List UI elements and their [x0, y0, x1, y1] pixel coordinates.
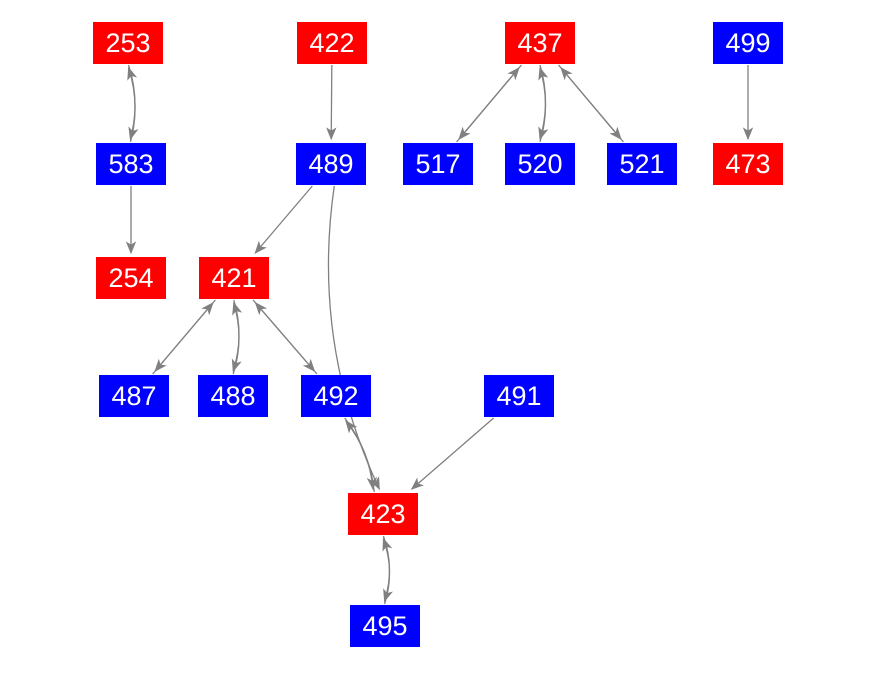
graph-node-437[interactable]: 437 — [505, 22, 575, 64]
graph-node-label: 583 — [108, 148, 154, 179]
graph-node-421[interactable]: 421 — [199, 257, 269, 299]
graph-edge-253-to-583 — [127, 64, 139, 141]
graph-node-label: 520 — [517, 148, 563, 179]
graph-node-520[interactable]: 520 — [505, 143, 575, 185]
graph-node-label: 488 — [210, 380, 256, 411]
graph-node-491[interactable]: 491 — [484, 375, 554, 417]
graph-node-492[interactable]: 492 — [301, 375, 371, 417]
graph-edge-495-to-423 — [382, 537, 393, 605]
graph-node-label: 473 — [725, 148, 771, 179]
graph-node-517[interactable]: 517 — [403, 143, 473, 185]
graph-node-label: 422 — [309, 27, 355, 58]
graph-edge-489-to-421 — [254, 185, 313, 254]
graph-edge-517-to-437 — [456, 67, 520, 143]
graph-node-label: 517 — [415, 148, 461, 179]
graph-edge-492-to-423 — [344, 417, 378, 491]
graph-node-521[interactable]: 521 — [607, 143, 677, 185]
graph-edge-521-to-437 — [560, 67, 624, 143]
graph-edge-421-to-487 — [154, 299, 216, 372]
graph-node-488[interactable]: 488 — [198, 375, 268, 417]
graph-edge-520-to-437 — [538, 66, 549, 143]
graph-edge-422-to-489 — [326, 64, 337, 141]
graph-edge-488-to-421 — [232, 301, 243, 375]
graph-node-label: 521 — [619, 148, 665, 179]
graph-edge-421-to-492 — [252, 299, 316, 372]
graph-node-253[interactable]: 253 — [93, 22, 163, 64]
graph-node-499[interactable]: 499 — [713, 22, 783, 64]
graph-node-label: 437 — [517, 27, 563, 58]
graph-node-423[interactable]: 423 — [348, 493, 418, 535]
graph-node-label: 254 — [108, 262, 154, 293]
graph-edge-421-to-488 — [231, 299, 242, 373]
graph-node-label: 423 — [360, 498, 406, 529]
graph-node-473[interactable]: 473 — [713, 143, 783, 185]
graph-edge-489-to-423 — [327, 185, 380, 491]
graph-edge-487-to-421 — [152, 302, 214, 375]
graph-node-label: 495 — [362, 610, 408, 641]
graph-edge-583-to-253 — [127, 66, 138, 143]
graph-node-489[interactable]: 489 — [296, 143, 366, 185]
graph-edge-437-to-521 — [558, 64, 622, 140]
graph-node-label: 421 — [211, 262, 257, 293]
graph-node-label: 489 — [308, 148, 354, 179]
graph-node-label: 492 — [313, 380, 359, 411]
graph-edge-437-to-520 — [538, 64, 549, 141]
graph-edge-492-to-421 — [254, 302, 318, 375]
graph-node-254[interactable]: 254 — [96, 257, 166, 299]
graph-node-495[interactable]: 495 — [350, 605, 420, 647]
graph-node-label: 487 — [111, 380, 157, 411]
graph-edge-423-to-492 — [345, 419, 375, 493]
graph-node-label: 491 — [496, 380, 542, 411]
graph-node-583[interactable]: 583 — [96, 143, 166, 185]
graph-node-487[interactable]: 487 — [99, 375, 169, 417]
graph-edge-491-to-423 — [410, 417, 495, 490]
graph-edge-423-to-495 — [382, 535, 394, 603]
graph-node-422[interactable]: 422 — [297, 22, 367, 64]
graph-node-label: 499 — [725, 27, 771, 58]
graph-node-label: 253 — [105, 27, 151, 58]
graph-edge-437-to-517 — [458, 64, 522, 140]
